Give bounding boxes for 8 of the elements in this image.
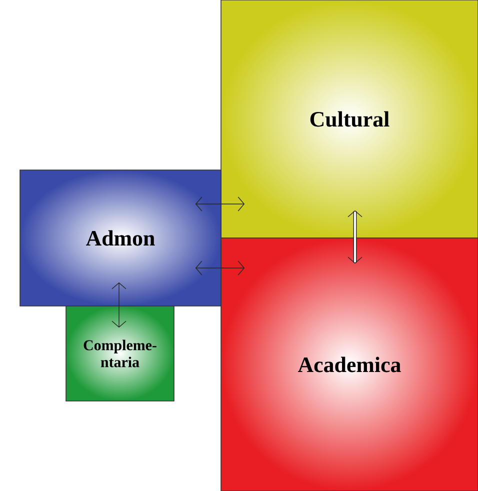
area-box: Admon xyxy=(20,170,222,306)
arrow xyxy=(112,282,126,328)
arrow xyxy=(195,260,245,276)
arrow xyxy=(348,210,362,264)
area-box: Cultural xyxy=(220,0,478,238)
arrow xyxy=(195,196,245,212)
area-box: Academica xyxy=(220,238,478,491)
area-box: Compleme- ntaria xyxy=(66,306,174,402)
